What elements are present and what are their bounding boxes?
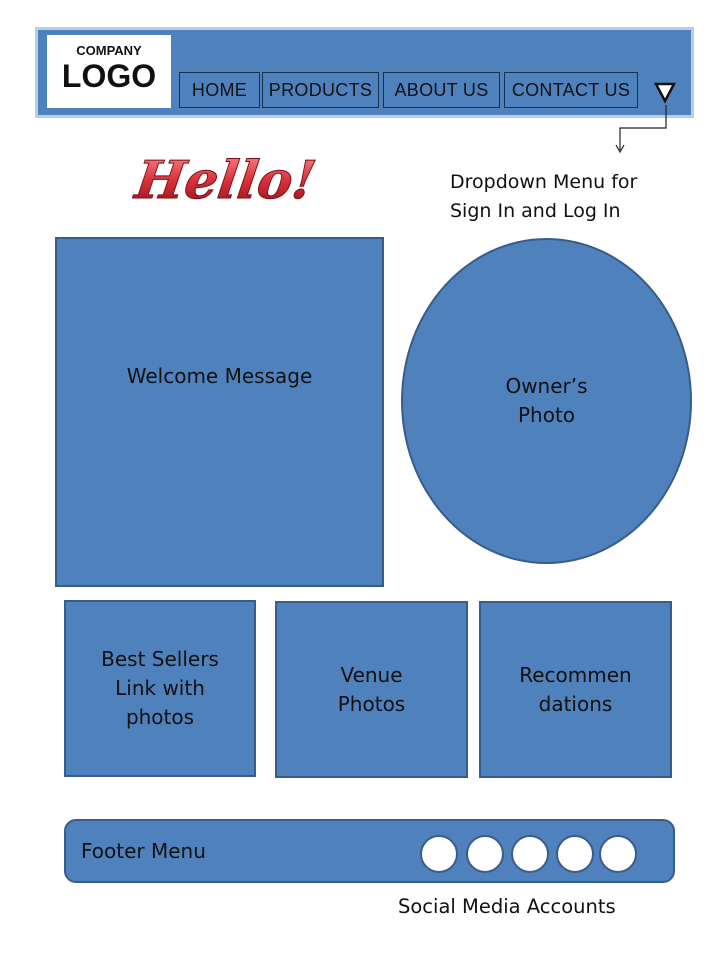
welcome-message-label: Welcome Message [126,364,313,388]
venue-photos-block: Venue Photos [275,601,468,778]
dropdown-annotation: Dropdown Menu for Sign In and Log In [450,168,690,226]
recommendations-label: Recommen dations [519,662,632,716]
owner-photo-circle: Owner’s Photo [401,238,692,564]
social-media-icon[interactable] [599,835,637,873]
logo-company-text: COMPANY [76,43,142,58]
best-sellers-label: Best Sellers Link with photos [101,647,219,729]
best-sellers-block[interactable]: Best Sellers Link with photos [64,600,256,777]
hello-text: Hello! [130,150,320,211]
social-media-icon[interactable] [511,835,549,873]
social-media-caption: Social Media Accounts [398,895,616,918]
hello-graphic: Hello! [129,150,320,212]
dropdown-connector [615,82,677,154]
owner-photo-label: Owner’s Photo [505,374,588,427]
venue-photos-label: Venue Photos [337,662,406,716]
logo-text: LOGO [61,58,157,94]
recommendations-block: Recommen dations [479,601,672,778]
social-media-icon[interactable] [420,835,458,873]
footer-menu-label[interactable]: Footer Menu [81,839,206,863]
nav-home[interactable]: HOME [179,72,260,108]
nav-about-us[interactable]: ABOUT US [383,72,500,108]
social-media-icon[interactable] [466,835,504,873]
social-media-icon[interactable] [556,835,594,873]
welcome-message-block: Welcome Message [55,237,384,587]
nav-contact-us[interactable]: CONTACT US [504,72,638,108]
dropdown-annotation-text: Dropdown Menu for Sign In and Log In [450,171,638,222]
down-triangle-icon[interactable] [653,82,677,104]
connector-arrow [615,105,667,154]
company-logo[interactable]: COMPANY LOGO [47,35,171,108]
nav-products[interactable]: PRODUCTS [262,72,379,108]
